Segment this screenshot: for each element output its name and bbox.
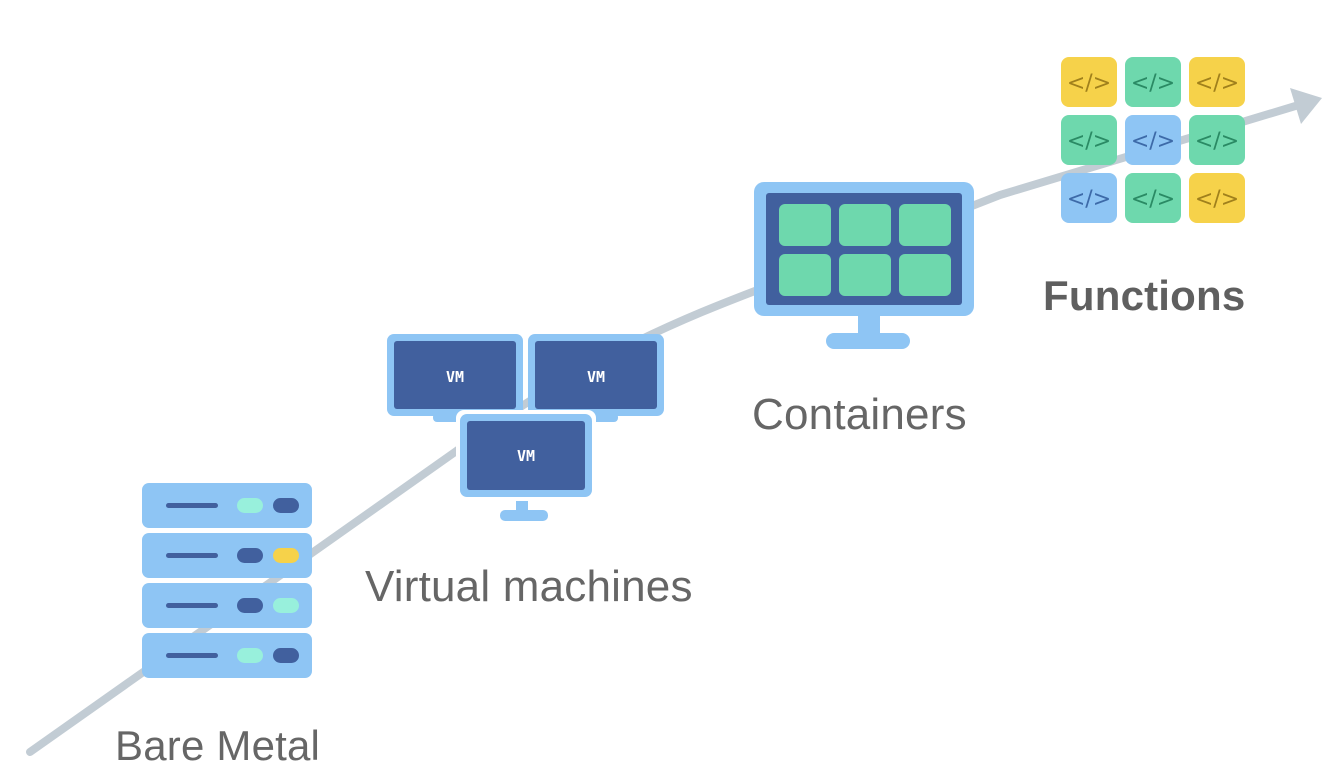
- code-glyph: </>: [1067, 129, 1111, 154]
- container-cell-icon: [779, 254, 831, 296]
- server-led-icon: [237, 498, 263, 513]
- server-led-icon: [237, 598, 263, 613]
- function-tile-icon: </>: [1189, 115, 1245, 165]
- server-unit-icon: [142, 533, 312, 578]
- vm-monitor-front-icon: VM: [456, 410, 596, 521]
- server-led-icon: [273, 548, 299, 563]
- vm-monitor-left-icon: VM: [387, 334, 523, 422]
- container-cell-icon: [839, 204, 891, 246]
- server-led-icon: [237, 548, 263, 563]
- function-tile-icon: </>: [1125, 57, 1181, 107]
- vm-label: VM: [517, 447, 535, 465]
- code-glyph: </>: [1067, 71, 1111, 96]
- function-tile-icon: </>: [1125, 115, 1181, 165]
- function-tile-icon: </>: [1061, 173, 1117, 223]
- function-tile-icon: </>: [1189, 57, 1245, 107]
- server-unit-icon: [142, 633, 312, 678]
- server-led-icon: [273, 648, 299, 663]
- container-cell-icon: [779, 204, 831, 246]
- code-glyph: </>: [1195, 71, 1239, 96]
- server-led-icon: [237, 648, 263, 663]
- vm-label: VM: [587, 368, 605, 386]
- functions-grid-icon: </> </> </> </> </> </> </> </> </>: [1061, 57, 1245, 223]
- virtual-machines-icon: VM VM VM: [387, 334, 664, 521]
- function-tile-icon: </>: [1061, 57, 1117, 107]
- code-glyph: </>: [1131, 71, 1175, 96]
- code-glyph: </>: [1131, 129, 1175, 154]
- containers-monitor-icon: [754, 182, 974, 349]
- server-led-icon: [273, 498, 299, 513]
- function-tile-icon: </>: [1125, 173, 1181, 223]
- vm-monitor-right-icon: VM: [528, 334, 664, 422]
- bare-metal-label: Bare Metal: [115, 722, 321, 769]
- container-cell-icon: [839, 254, 891, 296]
- function-tile-icon: </>: [1061, 115, 1117, 165]
- vm-label: VM: [446, 368, 464, 386]
- virtual-machines-label: Virtual machines: [365, 562, 693, 611]
- function-tile-icon: </>: [1189, 173, 1245, 223]
- container-cell-icon: [899, 254, 951, 296]
- containers-label: Containers: [752, 390, 967, 439]
- container-cell-icon: [899, 204, 951, 246]
- functions-label: Functions: [1043, 272, 1246, 319]
- code-glyph: </>: [1131, 187, 1175, 212]
- code-glyph: </>: [1195, 187, 1239, 212]
- server-rack-icon: [142, 483, 312, 678]
- server-unit-icon: [142, 583, 312, 628]
- code-glyph: </>: [1067, 187, 1111, 212]
- evolution-arrow-head: [1290, 88, 1322, 124]
- server-led-icon: [273, 598, 299, 613]
- server-unit-icon: [142, 483, 312, 528]
- code-glyph: </>: [1195, 129, 1239, 154]
- container-cells: [779, 204, 951, 296]
